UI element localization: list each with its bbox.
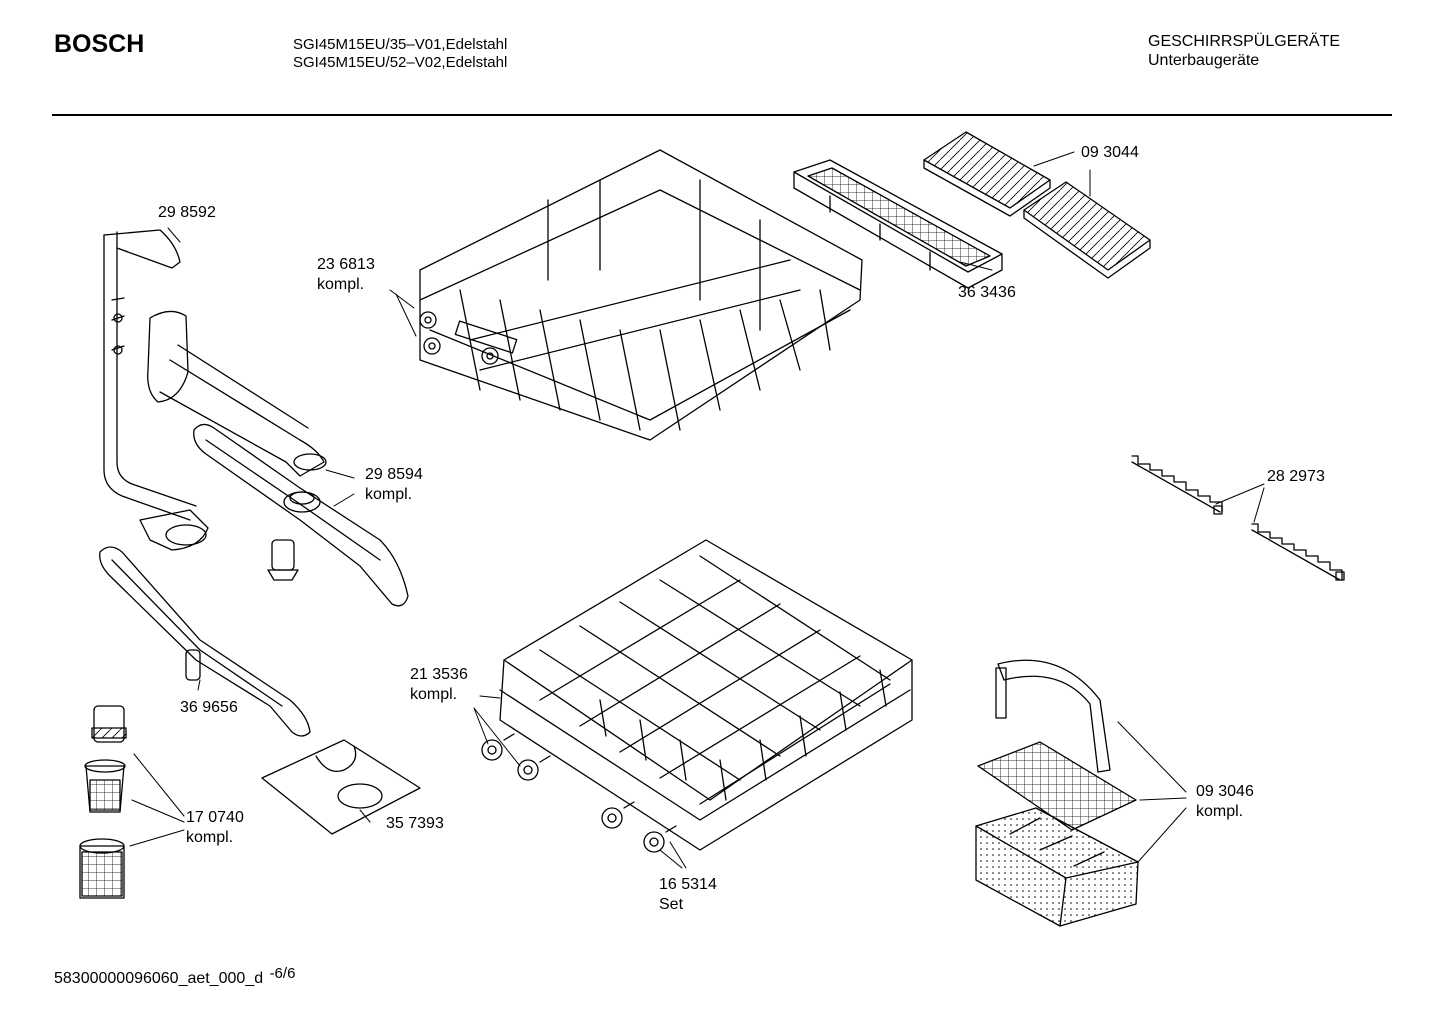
part-label-298594: 29 8594 kompl. xyxy=(365,465,423,505)
supply-pipe-part xyxy=(104,230,208,550)
filter-set xyxy=(80,706,126,898)
part-number: 17 0740 xyxy=(186,809,244,826)
part-label-213536: 21 3536 kompl. xyxy=(410,665,468,705)
appliance-category: GESCHIRRSPÜLGERÄTE Unterbaugeräte xyxy=(1148,32,1340,70)
lower-spray-arm xyxy=(100,547,310,736)
part-number: 23 6813 xyxy=(317,256,375,273)
part-note: kompl. xyxy=(1196,803,1244,820)
part-label-093044: 09 3044 xyxy=(1081,143,1139,163)
upper-supply-tube xyxy=(148,311,326,476)
part-note: kompl. xyxy=(317,276,365,293)
part-number: 36 9656 xyxy=(180,699,238,716)
model-numbers: SGI45M15EU/35–V01,Edelstahl SGI45M15EU/5… xyxy=(293,36,507,72)
upper-basket xyxy=(420,150,862,440)
category-subtitle: Unterbaugeräte xyxy=(1148,52,1260,69)
part-label-165314: 16 5314 Set xyxy=(659,875,717,915)
part-label-170740: 17 0740 kompl. xyxy=(186,808,244,848)
part-label-093046: 09 3046 kompl. xyxy=(1196,782,1254,822)
part-label-282973: 28 2973 xyxy=(1267,467,1325,487)
part-label-357393: 35 7393 xyxy=(386,814,444,834)
cutlery-tray xyxy=(794,160,1002,288)
upper-spray-arm xyxy=(194,424,408,605)
part-number: 09 3044 xyxy=(1081,144,1139,161)
part-number: 16 5314 xyxy=(659,876,717,893)
part-number: 29 8594 xyxy=(365,466,423,483)
cutlery-basket xyxy=(976,660,1138,926)
part-label-369656: 36 9656 xyxy=(180,698,238,718)
part-number: 28 2973 xyxy=(1267,468,1325,485)
cup-rack-pair xyxy=(924,132,1150,278)
brand-logo: BOSCH xyxy=(54,30,145,58)
part-number: 29 8592 xyxy=(158,204,216,221)
part-label-298592: 29 8592 xyxy=(158,203,216,223)
part-note: kompl. xyxy=(410,686,458,703)
lower-basket xyxy=(500,540,912,850)
header-divider xyxy=(52,114,1392,116)
wheel-set xyxy=(482,734,676,852)
part-note: Set xyxy=(659,896,684,913)
category-title: GESCHIRRSPÜLGERÄTE xyxy=(1148,33,1341,50)
part-number: 35 7393 xyxy=(386,815,444,832)
model-line-1: SGI45M15EU/35–V01,Edelstahl xyxy=(293,36,508,53)
flat-filter-plate xyxy=(262,740,420,834)
model-line-2: SGI45M15EU/52–V02,Edelstahl xyxy=(293,54,508,71)
spike-rails xyxy=(1132,456,1344,580)
part-note: kompl. xyxy=(186,829,234,846)
document-id: 58300000096060_aet_000_d xyxy=(54,970,264,987)
part-number: 36 3436 xyxy=(958,284,1016,301)
part-number: 21 3536 xyxy=(410,666,468,683)
document-footer: 58300000096060_aet_000_d -6/6 xyxy=(54,965,295,988)
leader-lines xyxy=(130,152,1264,868)
page-number: -6/6 xyxy=(269,965,296,982)
part-label-236813: 23 6813 kompl. xyxy=(317,255,375,295)
part-label-363436: 36 3436 xyxy=(958,283,1016,303)
part-note: kompl. xyxy=(365,486,413,503)
part-number: 09 3046 xyxy=(1196,783,1254,800)
